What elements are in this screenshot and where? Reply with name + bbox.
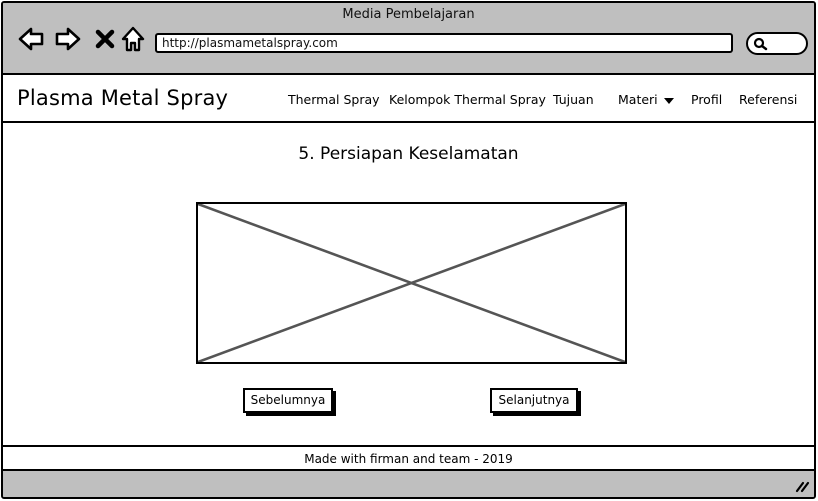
browser-search-box[interactable]: [746, 32, 808, 55]
page-title: 5. Persiapan Keselamatan: [298, 144, 519, 164]
home-icon[interactable]: [119, 25, 147, 53]
nav-materi-dropdown[interactable]: Materi: [618, 92, 674, 107]
nav-materi-label: Materi: [618, 92, 658, 107]
address-bar[interactable]: http://plasmametalspray.com: [155, 33, 733, 53]
chevron-down-icon: [663, 97, 674, 104]
image-placeholder: [196, 202, 627, 364]
forward-icon[interactable]: [54, 25, 82, 53]
close-icon[interactable]: [91, 25, 119, 53]
previous-button[interactable]: Sebelumnya: [243, 388, 333, 413]
next-button[interactable]: Selanjutnya: [490, 388, 578, 413]
nav-tujuan[interactable]: Tujuan: [553, 92, 594, 107]
back-icon[interactable]: [17, 25, 45, 53]
window-title: Media Pembelajaran: [342, 7, 475, 22]
nav-referensi[interactable]: Referensi: [739, 92, 798, 107]
nav-thermal-spray[interactable]: Thermal Spray: [288, 92, 380, 107]
nav-kelompok-thermal-spray[interactable]: Kelompok Thermal Spray: [389, 92, 546, 107]
search-icon: [753, 37, 768, 51]
site-footer: Made with firman and team - 2019: [3, 445, 814, 471]
browser-chrome: Media Pembelajaran http://plasmametalspr…: [3, 3, 814, 73]
web-page: Plasma Metal Spray Thermal Spray Kelompo…: [3, 73, 814, 471]
resize-grip-icon[interactable]: [794, 479, 810, 493]
nav-profil[interactable]: Profil: [691, 92, 723, 107]
site-brand[interactable]: Plasma Metal Spray: [17, 86, 229, 110]
site-header: Plasma Metal Spray Thermal Spray Kelompo…: [3, 75, 814, 123]
status-bar: [3, 473, 814, 497]
